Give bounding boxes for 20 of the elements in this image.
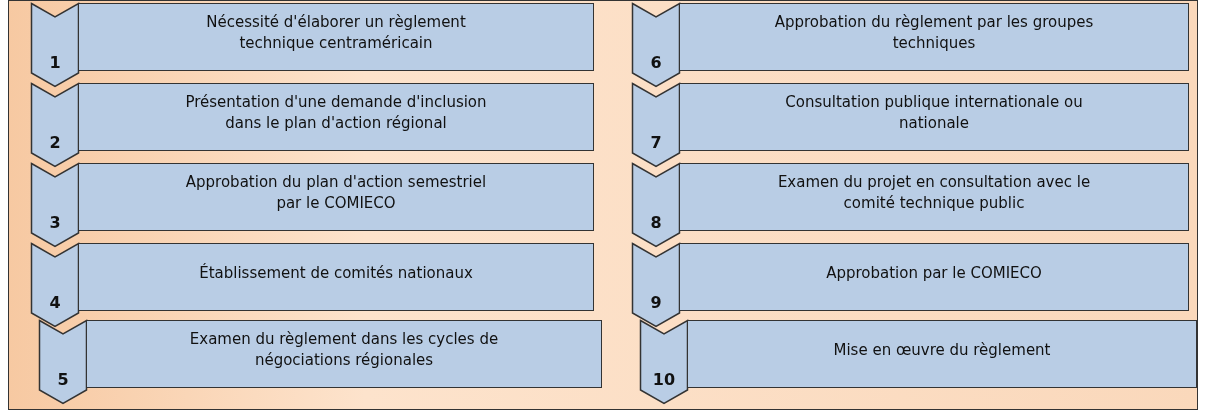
step-number: 3 <box>48 213 62 232</box>
step-text: Examen du règlement dans les cycles de négociations régionales <box>188 329 500 371</box>
step-number: 8 <box>649 213 663 232</box>
step-number: 2 <box>48 133 62 152</box>
step-number: 1 <box>48 53 62 72</box>
step-text: Mise en œuvre du règlement <box>833 339 1051 361</box>
step-text: Examen du projet en consultation avec le comité technique public <box>776 172 1092 214</box>
step-text: Approbation du plan d'action semestriel par le COMIECO <box>184 172 488 214</box>
step-number: 10 <box>651 370 677 389</box>
step-number: 6 <box>649 53 663 72</box>
step-text: Consultation publique internationale ou nationale <box>784 92 1084 134</box>
step-number: 4 <box>48 293 62 312</box>
step-text: Présentation d'une demande d'inclusion dans le plan d'action régional <box>184 92 488 134</box>
step-text: Nécessité d'élaborer un règlement technique centraméricain <box>205 12 467 54</box>
step-number: 5 <box>56 370 70 389</box>
step-number: 7 <box>649 133 663 152</box>
step-text: Approbation du règlement par les groupes techniques <box>774 12 1094 54</box>
step-text: Établissement de comités nationaux <box>199 262 473 284</box>
step-text: Approbation par le COMIECO <box>826 262 1042 284</box>
step-number: 9 <box>649 293 663 312</box>
